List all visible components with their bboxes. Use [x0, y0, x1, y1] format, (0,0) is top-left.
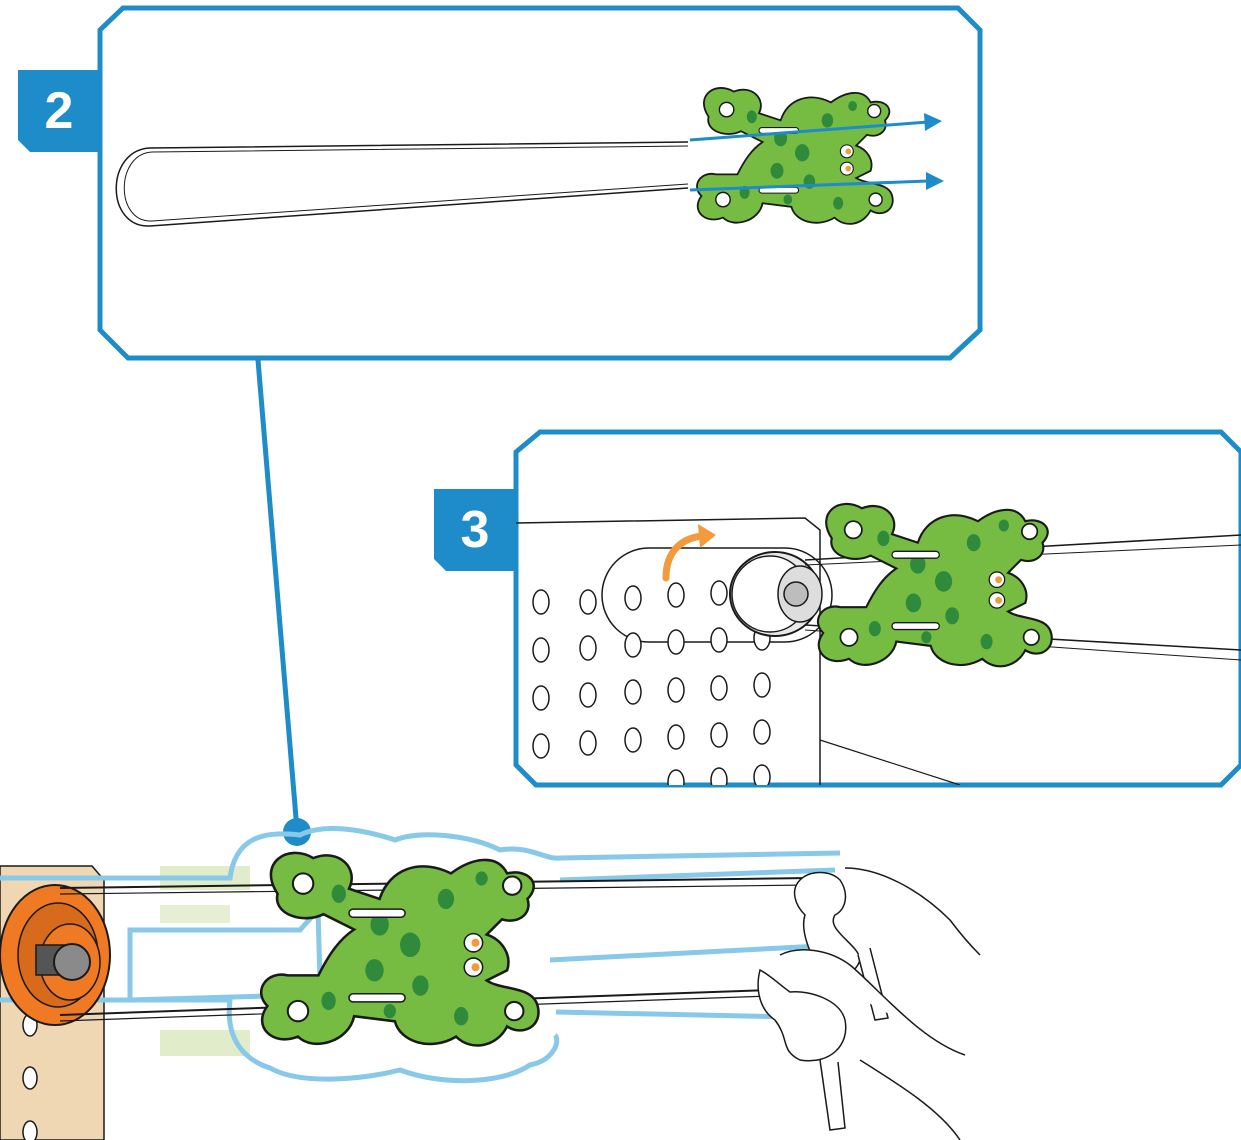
motion-halo — [0, 826, 841, 1084]
frog-piece — [259, 851, 540, 1047]
step-number-badge: 2 — [18, 70, 100, 152]
callout-connector — [255, 359, 300, 831]
step-3-panel — [513, 429, 1241, 788]
step-number-badge: 3 — [434, 489, 516, 571]
peg-holes — [532, 580, 771, 785]
curved-arrow-icon — [662, 524, 716, 582]
spool — [729, 551, 823, 637]
arrow-right-icon — [689, 113, 942, 142]
arrow-right-icon — [689, 172, 944, 192]
rubber-band — [115, 141, 689, 227]
main-scene — [0, 826, 981, 1140]
step-2-panel — [97, 5, 983, 361]
step-number: 2 — [44, 82, 74, 140]
spool — [0, 884, 111, 1026]
hands-illustration — [757, 867, 981, 1140]
callout-dot — [283, 818, 311, 846]
step-number: 3 — [460, 501, 490, 559]
